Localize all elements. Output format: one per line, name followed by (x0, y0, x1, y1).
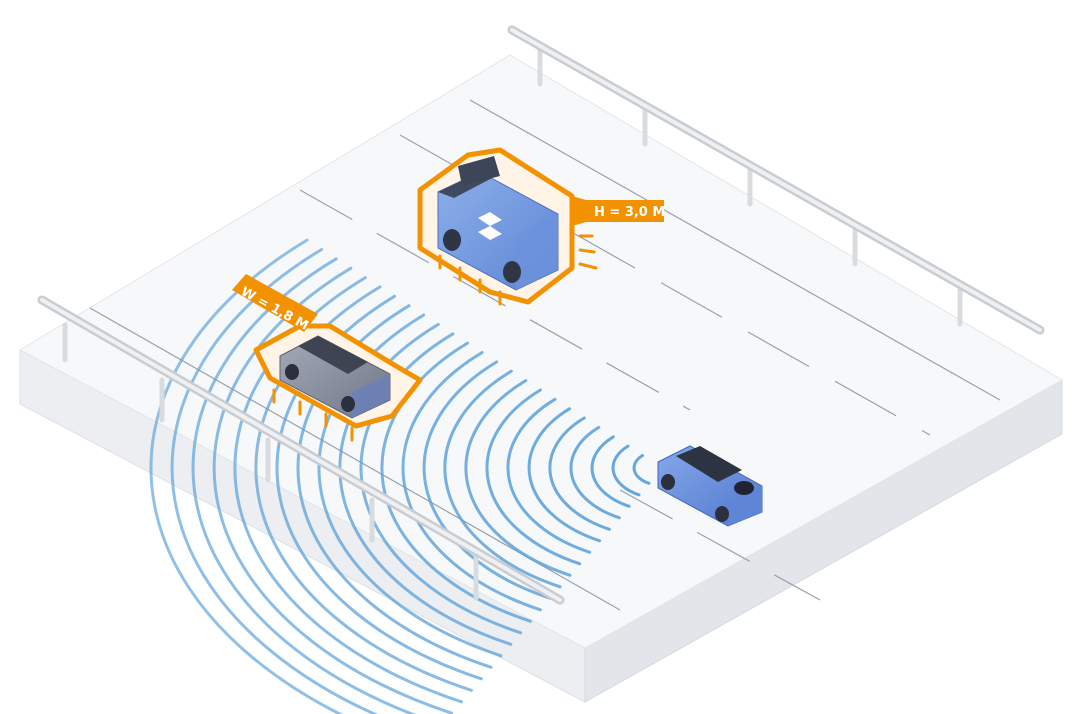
radar-wave-arc (422, 360, 552, 600)
radar-wave-arc (212, 266, 454, 714)
lane-line-4 (469, 99, 1001, 401)
van-detection-ticks (438, 234, 598, 306)
radar-wave-arc (443, 369, 562, 589)
radar-wave-arc (548, 416, 611, 531)
radar-wave-arc (149, 238, 344, 714)
radar-wave-arc (401, 351, 542, 612)
radar-wave-arc (611, 444, 641, 497)
guardrail-front (37, 295, 565, 605)
radar-wave-arc (485, 388, 582, 566)
radar-wave-arc (191, 257, 417, 714)
guardrail-back (507, 25, 1045, 335)
lane-line-2b (619, 489, 821, 601)
radar-wave-arc (170, 248, 379, 714)
radar-wave-arc (506, 397, 592, 554)
radar-wave-arc (527, 407, 602, 543)
height-label-text: H = 3,0 M (594, 205, 665, 220)
delivery-van (437, 156, 559, 291)
height-label: H = 3,0 M (572, 196, 665, 226)
road-surface (18, 54, 1064, 649)
radar-wave-arc (569, 425, 621, 520)
radar-wave-arc (632, 454, 651, 485)
grey-car (279, 335, 391, 419)
radar-wave-arc (590, 435, 631, 508)
van-detection: H = 3,0 M (417, 147, 665, 306)
ego-car (657, 445, 763, 527)
car-detection-ticks (272, 388, 354, 442)
chevron-logo-icon (478, 212, 502, 240)
lane-line-2 (299, 189, 691, 411)
radar-wave-arc (464, 379, 572, 577)
